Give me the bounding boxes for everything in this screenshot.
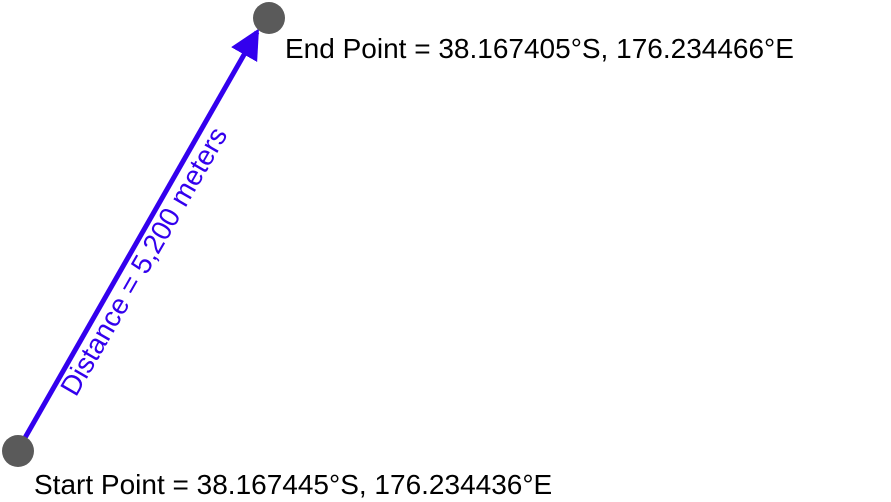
distance-label: Distance = 5,200 meters [54, 122, 233, 401]
end-point-label: End Point = 38.167405°S, 176.234466°E [285, 33, 794, 64]
start-point-label: Start Point = 38.167445°S, 176.234436°E [34, 469, 552, 500]
start-point-marker [2, 435, 34, 467]
end-point-marker [253, 2, 285, 34]
distance-arrow [15, 28, 260, 452]
